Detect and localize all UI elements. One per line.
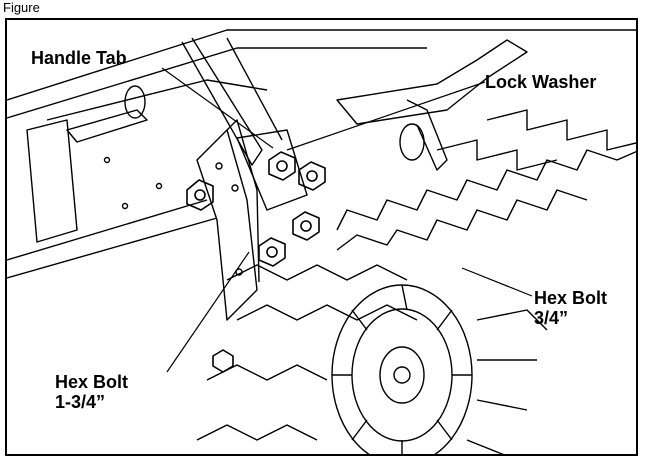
callout-hex-bolt-long-line2: 1-3/4” — [55, 392, 106, 412]
hex-nut — [186, 151, 326, 373]
figure-frame: Handle Tab Lock Washer Hex Bolt 3/4” Hex… — [5, 18, 638, 456]
callout-hex-bolt-long-line1: Hex Bolt — [55, 372, 129, 392]
callout-lock-washer: Lock Washer — [485, 72, 597, 92]
leader-lines — [161, 67, 533, 373]
axle-tube — [26, 85, 163, 243]
toothed-roller — [196, 109, 636, 441]
leader-hex-bolt-long — [166, 251, 250, 373]
leader-handle-tab — [161, 67, 274, 149]
callout-hex-bolt-short-line1: Hex Bolt — [534, 288, 608, 308]
wheel-hub — [331, 284, 548, 454]
leader-lock-washer — [286, 81, 486, 151]
handle-arm — [181, 37, 308, 211]
assembly-illustration — [7, 29, 636, 454]
upper-bracket — [336, 39, 528, 171]
callout-hex-bolt-short-line2: 3/4” — [534, 308, 569, 328]
leader-hex-bolt-short — [461, 267, 533, 297]
figure-caption: Figure — [3, 0, 40, 15]
frame-rail — [7, 29, 636, 279]
callout-handle-tab: Handle Tab — [31, 48, 127, 68]
mounting-bracket — [196, 119, 260, 321]
